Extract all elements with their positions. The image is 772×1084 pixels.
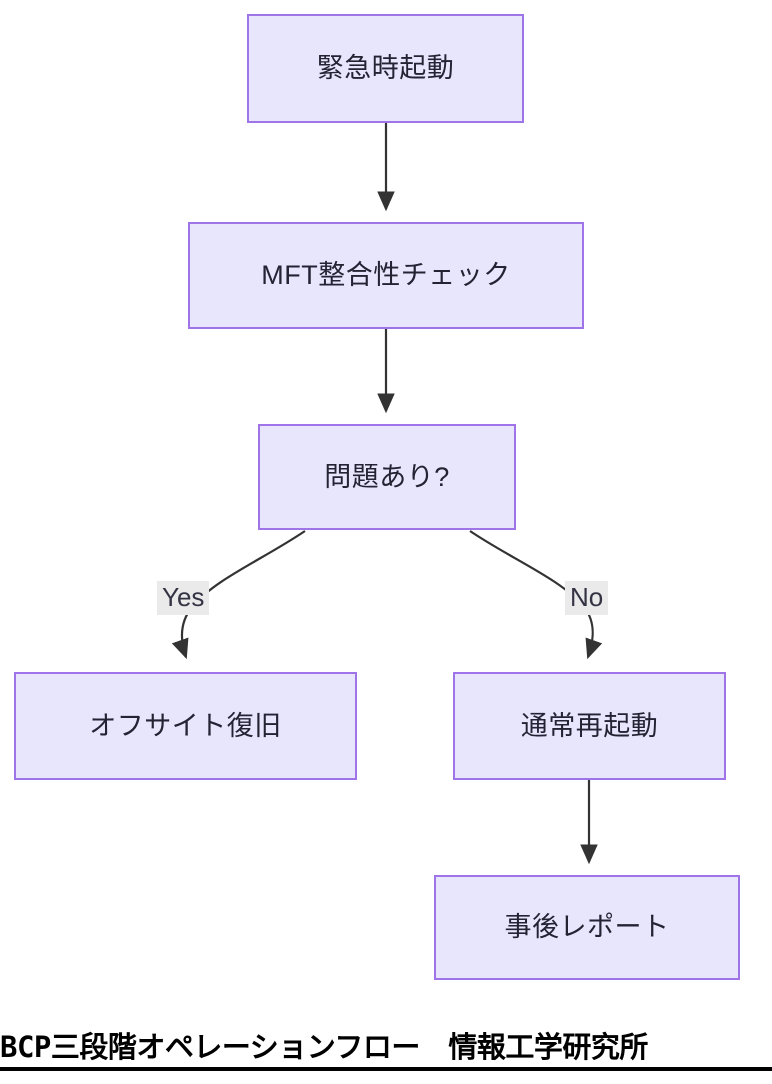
diagram-caption: BCP三段階オペレーションフロー 情報工学研究所: [0, 1030, 772, 1071]
node-label: 緊急時起動: [316, 53, 455, 84]
node-label: MFT整合性チェック: [261, 260, 511, 291]
node-postmortem-report[interactable]: 事後レポート: [434, 875, 740, 980]
node-problem-decision[interactable]: 問題あり?: [258, 424, 516, 530]
node-offsite-recovery[interactable]: オフサイト復旧: [14, 672, 357, 780]
node-normal-restart[interactable]: 通常再起動: [453, 672, 726, 780]
node-label: 通常再起動: [520, 710, 659, 741]
node-emergency-start[interactable]: 緊急時起動: [247, 14, 524, 123]
edge-label-no: No: [565, 581, 609, 616]
caption-text: BCP三段階オペレーションフロー 情報工学研究所: [0, 1030, 648, 1064]
node-label: 問題あり?: [324, 461, 450, 492]
node-label: オフサイト復旧: [89, 710, 282, 741]
node-label: 事後レポート: [504, 912, 670, 943]
edge-label-yes: Yes: [157, 581, 210, 616]
node-mft-integrity-check[interactable]: MFT整合性チェック: [188, 222, 584, 329]
